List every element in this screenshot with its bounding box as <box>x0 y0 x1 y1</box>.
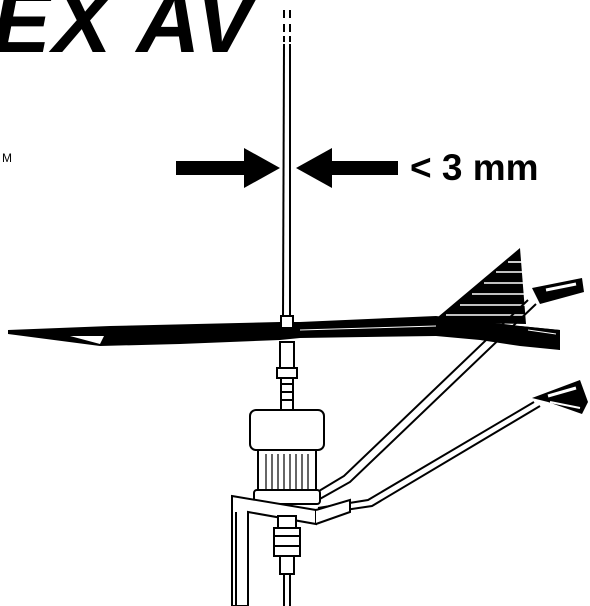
vane-rod <box>282 43 291 319</box>
dimension-label: < 3 mm <box>410 147 539 188</box>
mounting-bracket <box>231 494 351 606</box>
reference-flag-upper <box>532 278 584 304</box>
vane-arm <box>8 316 560 350</box>
rod-break-marks <box>283 10 291 42</box>
arrow-pair-icon <box>176 148 398 188</box>
vane-shaft <box>276 341 298 413</box>
rod-collar <box>280 315 294 329</box>
cable-connector <box>273 515 301 606</box>
transmitter-housing <box>249 409 325 505</box>
reference-flag-lower <box>532 380 588 414</box>
tail-fin <box>432 248 526 324</box>
title-fragment: EX AV <box>0 0 257 71</box>
edge-letter: M <box>2 151 12 165</box>
